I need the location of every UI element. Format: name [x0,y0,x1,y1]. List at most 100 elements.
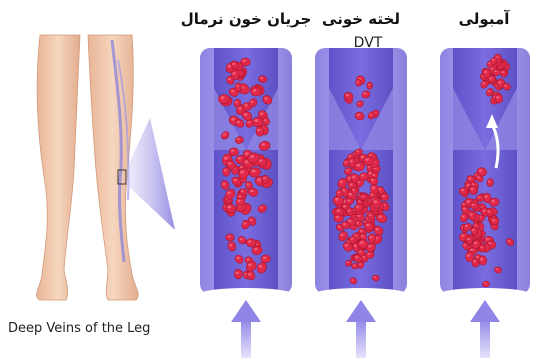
red-blood-cell-highlight [360,230,363,232]
red-blood-cell-highlight [238,107,242,110]
red-blood-cell-highlight [240,171,244,174]
red-blood-cell-highlight [228,206,232,209]
red-blood-cell-highlight [260,77,263,79]
red-blood-cell-highlight [351,238,354,240]
red-blood-cell-highlight [472,204,475,206]
red-blood-cell-highlight [372,187,376,190]
red-blood-cell-highlight [375,228,378,230]
red-blood-cell [495,94,503,103]
red-blood-cell-highlight [227,235,230,237]
red-blood-cell-highlight [468,178,471,180]
red-blood-cell-highlight [487,90,490,92]
red-blood-cell-highlight [492,219,495,221]
red-blood-cell-highlight [222,183,225,185]
label-blood-clot: لخته خونی [322,10,400,28]
red-blood-cell-highlight [484,196,487,198]
red-blood-cell-highlight [232,72,235,74]
red-blood-cell-highlight [244,113,248,116]
red-blood-cell-highlight [352,189,355,191]
red-blood-cell-highlight [228,78,231,80]
red-blood-cell-highlight [244,104,247,106]
red-blood-cell-highlight [254,248,258,251]
red-blood-cell-highlight [361,174,364,176]
red-blood-cell-highlight [243,222,246,224]
red-blood-cell-highlight [374,276,376,278]
red-blood-cell-highlight [237,138,240,140]
red-blood-cell-highlight [492,59,495,61]
red-blood-cell-highlight [501,71,504,73]
red-blood-cell-highlight [235,101,238,103]
red-blood-cell [468,211,476,220]
red-blood-cell-highlight [335,198,339,201]
red-blood-cell-highlight [461,189,464,191]
red-blood-cell-highlight [248,240,252,243]
red-blood-cell-highlight [470,188,473,190]
red-blood-cell-highlight [496,268,499,270]
red-blood-cell-highlight [249,219,252,221]
red-blood-cell-highlight [371,179,374,181]
red-blood-cell [256,126,264,136]
red-blood-cell-highlight [369,114,372,116]
red-blood-cell-highlight [478,196,481,198]
red-blood-cell-highlight [360,241,364,244]
red-blood-cell-highlight [470,249,473,251]
red-blood-cell-highlight [382,195,385,197]
red-blood-cell-highlight [238,157,242,160]
red-blood-cell-highlight [346,169,349,171]
red-blood-cell-highlight [480,258,483,260]
red-blood-cell-highlight [337,210,340,212]
red-blood-cell-highlight [356,206,359,208]
red-blood-cell-highlight [489,77,492,79]
red-blood-cell-highlight [361,235,364,237]
red-blood-cell-highlight [248,273,251,275]
red-blood-cell [218,94,230,104]
red-blood-cell-highlight [369,236,372,238]
red-blood-cell [367,82,373,89]
red-blood-cell-highlight [260,113,263,115]
red-blood-cell-highlight [356,81,358,83]
red-blood-cell-highlight [369,214,372,216]
red-blood-cell-highlight [263,257,266,259]
red-blood-cell-highlight [353,264,355,266]
red-blood-cell-highlight [254,119,258,122]
red-blood-cell-highlight [463,244,466,246]
legs-illustration [37,35,139,300]
red-blood-cell-highlight [470,213,473,215]
red-blood-cell-highlight [358,102,360,104]
red-blood-cell-highlight [231,118,235,121]
red-blood-cell-highlight [358,181,361,183]
red-blood-cell [466,236,473,245]
red-blood-cell-highlight [240,238,243,240]
red-blood-cell-highlight [467,254,471,257]
red-blood-cell-highlight [231,149,234,151]
red-blood-cell-highlight [241,190,244,192]
red-blood-cell-highlight [358,200,361,202]
red-blood-cell-highlight [224,169,227,171]
red-blood-cell [357,249,365,256]
red-blood-cell-highlight [472,229,475,231]
red-blood-cell-highlight [461,215,464,217]
red-blood-cell-highlight [348,155,351,157]
red-blood-cell-highlight [245,152,249,155]
red-blood-cell-highlight [350,183,353,185]
red-blood-cell-highlight [233,179,236,181]
red-blood-cell-highlight [346,94,349,96]
red-blood-cell-highlight [477,176,480,178]
up-flow-arrow-icon [231,300,261,358]
red-blood-cell-highlight [339,181,343,184]
red-blood-cell-highlight [363,92,366,94]
red-blood-cell-highlight [343,223,346,225]
red-blood-cell-highlight [378,188,381,190]
red-blood-cell-highlight [252,170,256,173]
red-blood-cell-highlight [224,157,228,160]
red-blood-cell-highlight [238,200,241,202]
red-blood-cell-highlight [261,143,265,146]
red-blood-cell-highlight [366,224,369,226]
red-blood-cell-highlight [250,101,253,103]
red-blood-cell-highlight [480,246,483,248]
red-blood-cell [368,212,375,220]
red-blood-cell-highlight [355,256,358,258]
red-blood-cell-highlight [247,121,250,123]
red-blood-cell-highlight [357,114,360,116]
red-blood-cell-highlight [237,121,240,123]
